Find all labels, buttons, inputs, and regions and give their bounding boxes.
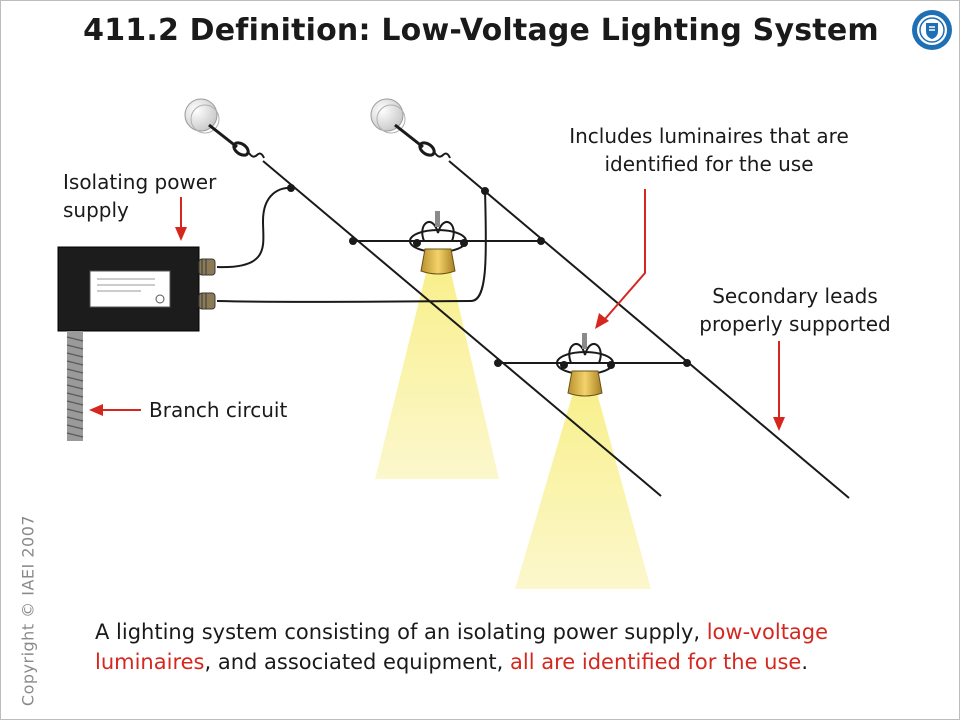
caption-highlight: all are identified for the use (510, 650, 802, 674)
support-cable-1 (262, 160, 662, 497)
secondary-leads-label: Secondary leads properly supported (699, 284, 891, 336)
caption-text: A lighting system consisting of an isola… (95, 620, 707, 644)
track-luminaire-icon (556, 333, 615, 397)
page-title: 411.2 Definition: Low-Voltage Lighting S… (83, 13, 879, 48)
iaei-seal-icon (912, 10, 952, 50)
ceiling-insulator-icon (184, 98, 265, 159)
isolating-supply-label: Isolating power supply (63, 170, 217, 222)
caption-text: . (801, 650, 809, 674)
ceiling-insulator-icon (370, 98, 451, 159)
light-beam-1 (375, 273, 499, 479)
track-luminaire-icon (409, 211, 468, 275)
light-beam-2 (515, 393, 651, 589)
includes-luminaires-label: Includes luminaires that are identified … (569, 124, 849, 176)
copyright-text: Copyright © IAEI 2007 (18, 514, 38, 707)
caption-text: , and associated equipment, (204, 650, 511, 674)
transformer-box-icon (57, 246, 216, 441)
branch-circuit-label: Branch circuit (149, 398, 288, 422)
caption-highlight: low-voltage luminaires (95, 620, 829, 674)
definition-caption: A lighting system consisting of an isola… (95, 617, 915, 677)
support-cable-2 (448, 160, 850, 499)
